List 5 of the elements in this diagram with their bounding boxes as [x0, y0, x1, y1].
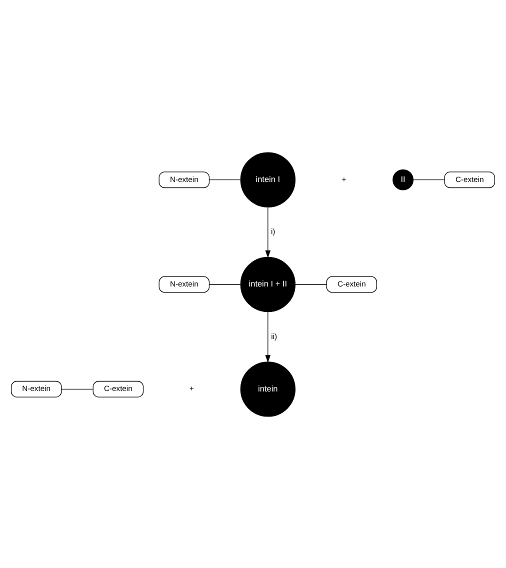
connector — [209, 179, 241, 180]
arrow — [265, 311, 271, 362]
arrow — [265, 206, 271, 258]
connector — [61, 388, 94, 389]
connector — [413, 179, 445, 180]
